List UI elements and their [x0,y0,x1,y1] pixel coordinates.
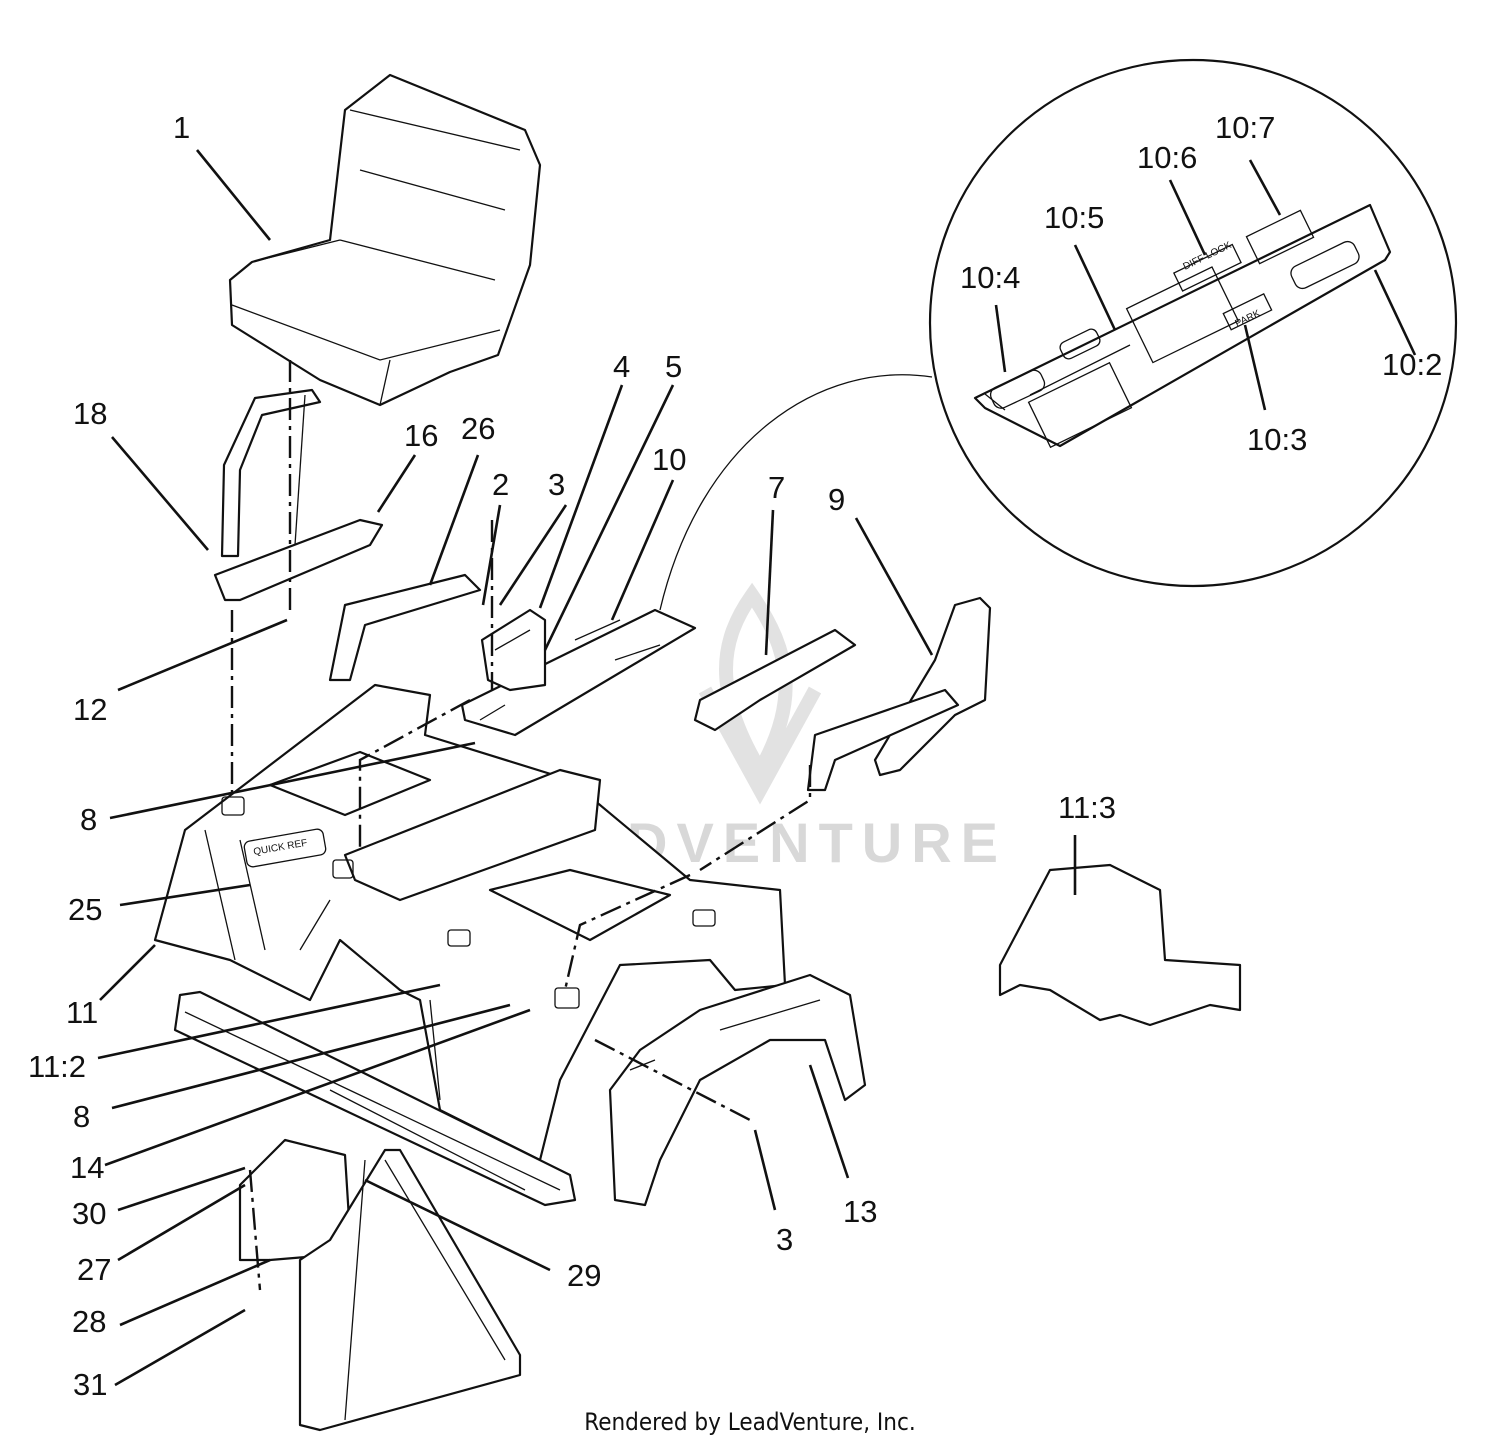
frame-rails [173,990,577,1432]
callout-3-lower: 3 [776,1222,793,1257]
callout-26: 26 [461,411,495,446]
callout-28: 28 [72,1304,106,1339]
callout-8-lower: 8 [73,1099,90,1134]
callout-7: 7 [768,470,785,505]
callout-11-2: 11:2 [28,1049,86,1084]
callout-25: 25 [68,892,102,927]
callout-31: 31 [73,1367,107,1402]
callout-1: 1 [173,110,190,145]
fender [608,973,867,1207]
callout-4: 4 [613,349,630,384]
callout-labels: 1 18 16 26 2 3 4 5 10 7 9 12 8 25 11 11:… [28,110,1442,1402]
callout-27: 27 [77,1252,111,1287]
alignment-lines [230,360,812,1291]
callout-10-2: 10:2 [1382,347,1442,382]
callout-10: 10 [652,442,686,477]
leader-lines [97,149,1417,1387]
control-panel-assembly [460,608,697,737]
inset-body-detail [998,863,1242,1027]
credit-footer: Rendered by LeadVenture, Inc. [584,1408,916,1436]
grab-rail-9 [806,596,992,792]
callout-13: 13 [843,1194,877,1229]
callout-10-7: 10:7 [1215,110,1275,145]
callout-29: 29 [567,1258,601,1293]
callout-9: 9 [828,482,845,517]
detail-circle-control-panel: PARK DIFF LOCK [659,58,1458,611]
callout-10-5: 10:5 [1044,200,1104,235]
callout-16: 16 [404,418,438,453]
callout-18: 18 [73,396,107,431]
callout-10-4: 10:4 [960,260,1020,295]
callout-10-6: 10:6 [1137,140,1197,175]
callout-3: 3 [548,467,565,502]
svg-text:DIFF LOCK: DIFF LOCK [1181,240,1233,273]
bracket-26 [328,573,482,682]
callout-14: 14 [70,1150,104,1185]
bracket-7 [693,628,857,732]
callout-30: 30 [72,1196,106,1231]
control-panel-detail [973,203,1392,448]
callout-12: 12 [73,692,107,727]
callout-11: 11 [66,995,98,1030]
seat-grab-rail [213,388,384,602]
callout-10-3: 10:3 [1247,422,1307,457]
callout-8: 8 [80,802,97,837]
callout-11-3: 11:3 [1058,790,1116,825]
callout-5: 5 [665,349,682,384]
callout-2: 2 [492,467,509,502]
seat [228,73,542,407]
body-tub: QUICK REF [153,683,787,1162]
